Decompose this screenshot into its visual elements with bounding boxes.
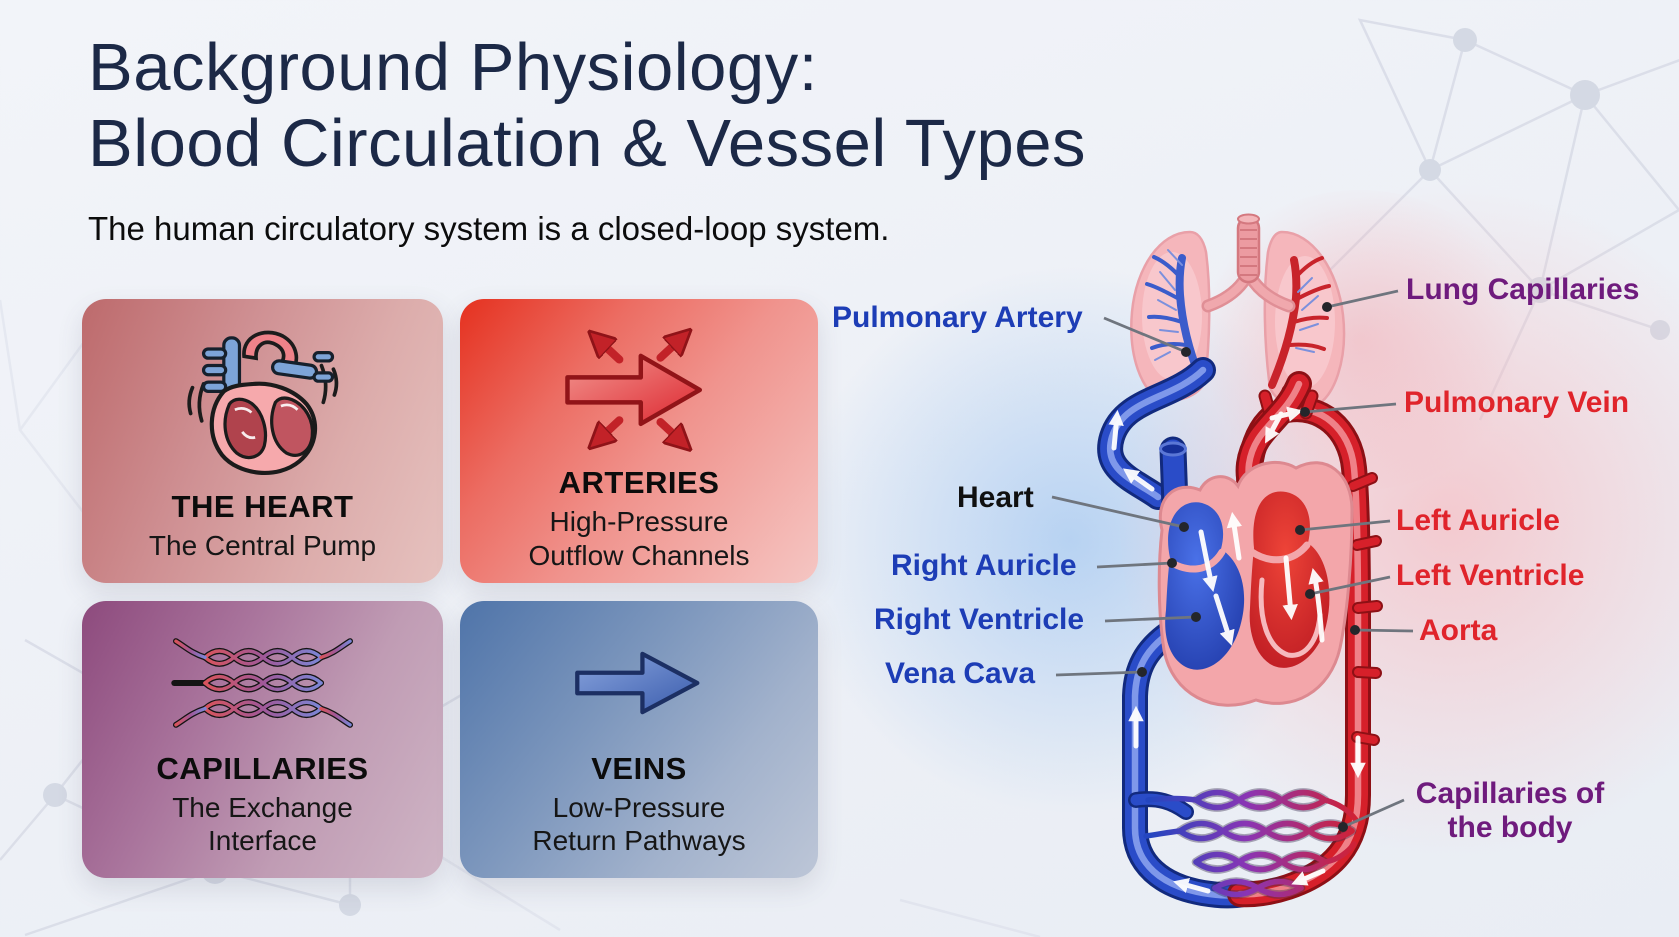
label-heart: Heart xyxy=(957,481,1034,514)
label-left-auricle: Left Auricle xyxy=(1396,504,1560,537)
label-capillaries-of-the-body: Capillaries of the body xyxy=(1415,777,1605,844)
card-subtitle: The Central Pump xyxy=(148,530,377,562)
page-title-line2: Blood Circulation & Vessel Types xyxy=(88,105,1086,181)
card-subtitle: Low-Pressure Return Pathways xyxy=(532,791,746,857)
anatomical-heart-icon xyxy=(170,299,355,489)
card-veins: VEINS Low-Pressure Return Pathways xyxy=(460,601,818,878)
radiating-arrows-icon xyxy=(533,299,745,465)
card-subtitle: High-Pressure Outflow Channels xyxy=(528,506,750,571)
page-title-line1: Background Physiology: xyxy=(88,30,818,105)
card-subtitle: The Exchange Interface xyxy=(172,791,353,857)
card-title: CAPILLARIES xyxy=(156,750,369,786)
label-pulmonary-artery: Pulmonary Artery xyxy=(832,301,1083,334)
card-capillaries: CAPILLARIES The Exchange Interface xyxy=(82,601,443,878)
card-the-heart: THE HEART The Central Pump xyxy=(82,299,443,583)
label-left-ventricle: Left Ventricle xyxy=(1396,559,1585,592)
card-title: THE HEART xyxy=(171,489,354,525)
page-subtitle: The human circulatory system is a closed… xyxy=(88,210,890,247)
label-lung-capillaries: Lung Capillaries xyxy=(1406,273,1640,306)
blue-arrow-icon xyxy=(544,601,734,751)
page-title: Background Physiology: Blood Circulation… xyxy=(88,30,1086,181)
label-vena-cava: Vena Cava xyxy=(885,657,1036,690)
label-right-ventricle: Right Ventricle xyxy=(874,603,1085,636)
lungs xyxy=(1130,213,1346,410)
label-right-auricle: Right Auricle xyxy=(891,549,1077,582)
card-title: ARTERIES xyxy=(558,465,720,500)
card-arteries: ARTERIES High-Pressure Outflow Channels xyxy=(460,299,818,583)
label-aorta: Aorta xyxy=(1419,614,1498,647)
pulmonary-artery-tube xyxy=(1097,357,1216,510)
label-pulmonary-vein: Pulmonary Vein xyxy=(1404,386,1630,419)
heart-illustration xyxy=(1157,460,1354,707)
card-title: VEINS xyxy=(591,750,687,786)
capillary-mesh-icon xyxy=(158,601,368,751)
